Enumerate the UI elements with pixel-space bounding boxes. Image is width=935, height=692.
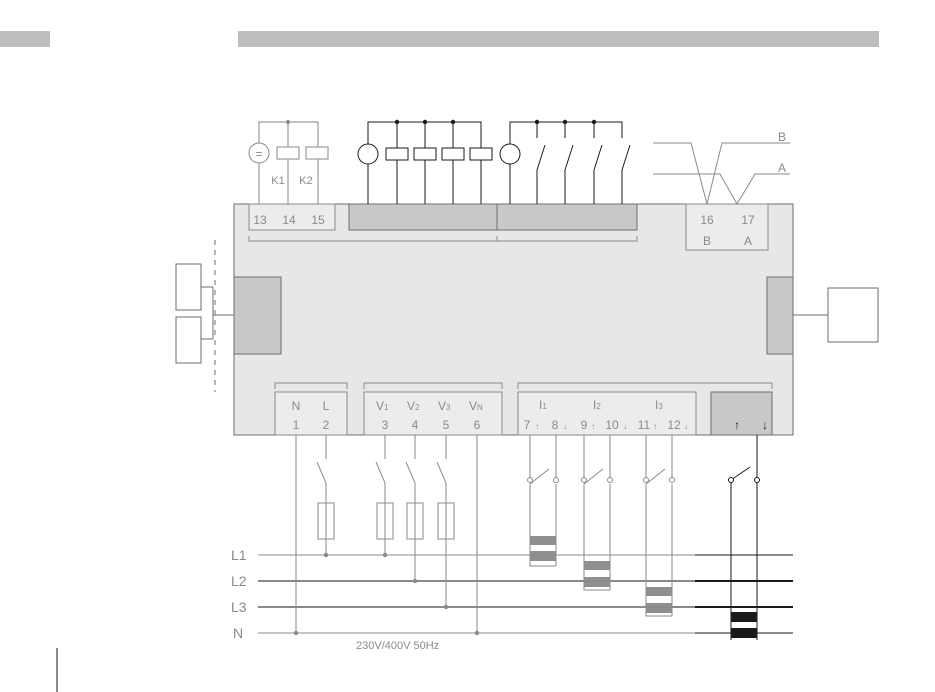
- left-device-wiring: [201, 287, 234, 339]
- terminal-1: 1: [293, 418, 300, 432]
- relay-coil-k2: [306, 147, 328, 159]
- line-label-n: N: [233, 625, 243, 641]
- ct-l2-upper: [584, 561, 610, 570]
- rs485-terminal-block: [686, 204, 768, 250]
- rs485-bus-a: [653, 174, 790, 204]
- aux-contact-a: [729, 478, 734, 483]
- terminal-8-arrow: ↓: [563, 422, 567, 431]
- terminal-17-name: A: [744, 234, 752, 248]
- terminal-16-name: B: [703, 234, 711, 248]
- ct-l1-upper: [530, 536, 556, 545]
- relay-label-k1: K1: [271, 175, 284, 187]
- voltage-fuse-marks: [385, 503, 446, 539]
- ct-contact-3b: [670, 478, 675, 483]
- dc-source-icon: =: [255, 147, 262, 161]
- left-device-2: [176, 317, 201, 363]
- dio-node-6: [592, 120, 596, 124]
- terminal-6: 6: [474, 418, 481, 432]
- ct-l3-upper: [646, 587, 672, 596]
- terminal-11: 11: [638, 418, 651, 432]
- terminal-7-arrow: ↑: [535, 422, 539, 431]
- ct-contact-1a: [528, 478, 533, 483]
- line-label-l2: L2: [231, 573, 247, 589]
- ct-l1: [530, 551, 556, 561]
- aux-contact-b: [755, 478, 760, 483]
- aux-ct-upper: [731, 612, 757, 622]
- left-port-module: [234, 277, 281, 354]
- line-label-l3: L3: [231, 599, 247, 615]
- node-l2-v2: [413, 579, 417, 583]
- ct-contact-3a: [644, 478, 649, 483]
- aux-arrow-down: ↓: [762, 418, 768, 432]
- dio-wiring-left: [368, 122, 481, 204]
- terminal-10-arrow: ↓: [623, 422, 627, 431]
- terminal-17: 17: [741, 213, 755, 227]
- dio-node-3: [451, 120, 455, 124]
- dio-supply-left: [358, 144, 378, 164]
- aux-wiring: [731, 435, 757, 640]
- dio-node-4: [535, 120, 539, 124]
- terminal-5: 5: [443, 418, 450, 432]
- terminal-4: 4: [412, 418, 419, 432]
- bus-label-a: A: [778, 161, 786, 175]
- terminal-10: 10: [605, 418, 619, 432]
- power-label-n: N: [292, 399, 301, 413]
- relay-bus-node: [286, 120, 290, 124]
- terminal-13: 13: [253, 213, 267, 227]
- power-terminal-block: [275, 392, 347, 435]
- node-n-power: [294, 631, 298, 635]
- ct-contact-2a: [582, 478, 587, 483]
- line-label-l1: L1: [231, 547, 247, 563]
- node-l1-power: [324, 553, 328, 557]
- digital-io-block-2: [497, 204, 637, 230]
- terminal-15: 15: [311, 213, 325, 227]
- ct-contact-1b: [554, 478, 559, 483]
- terminal-7: 7: [524, 418, 531, 432]
- dio-supply-right: [500, 144, 520, 164]
- power-label-l: L: [323, 399, 330, 413]
- ct-contact-2b: [608, 478, 613, 483]
- right-device: [828, 288, 878, 342]
- relay-wiring: [259, 122, 318, 204]
- dio-load-3: [442, 148, 464, 160]
- dio-load-4: [470, 148, 492, 160]
- dio-node-1: [395, 120, 399, 124]
- relay-coil-k1: [277, 147, 299, 159]
- dio-node-5: [563, 120, 567, 124]
- dio-wiring-right: [510, 122, 630, 204]
- supply-spec: 230V/400V 50Hz: [356, 640, 439, 652]
- node-l1-v1: [383, 553, 387, 557]
- node-l3-v3: [444, 605, 448, 609]
- terminal-3: 3: [382, 418, 389, 432]
- terminal-8: 8: [552, 418, 559, 432]
- terminal-12: 12: [667, 418, 681, 432]
- right-port-module: [767, 277, 793, 354]
- digital-io-block-1: [349, 204, 497, 230]
- dio-load-1: [386, 148, 408, 160]
- bus-label-b: B: [778, 130, 786, 144]
- terminal-2: 2: [323, 418, 330, 432]
- terminal-14: 14: [282, 213, 296, 227]
- left-device-1: [176, 264, 201, 310]
- dio-node-2: [423, 120, 427, 124]
- node-n-vn: [475, 631, 479, 635]
- dio-load-2: [414, 148, 436, 160]
- relay-label-k2: K2: [299, 175, 312, 187]
- terminal-9: 9: [581, 418, 588, 432]
- terminal-9-arrow: ↑: [591, 422, 595, 431]
- terminal-12-arrow: ↓: [684, 422, 688, 431]
- terminal-11-arrow: ↑: [653, 422, 657, 431]
- aux-arrow-up: ↑: [734, 418, 740, 432]
- terminal-16: 16: [700, 213, 714, 227]
